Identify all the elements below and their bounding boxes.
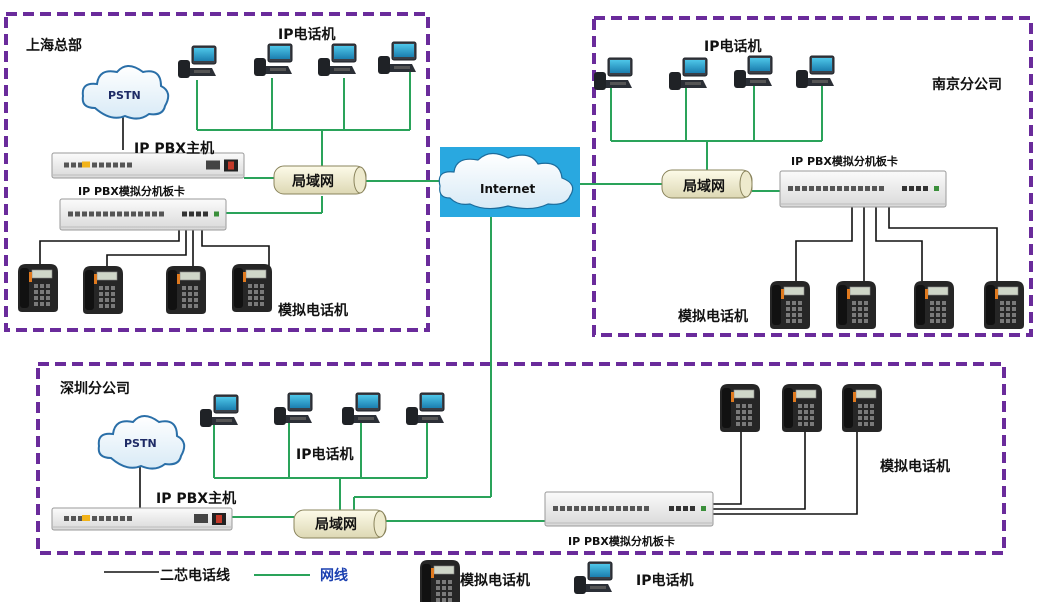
shanghai-pbx-host-label: IP PBX主机 — [134, 141, 215, 157]
shenzhen-pbx-card-label: IP PBX模拟分机板卡 — [568, 535, 675, 548]
nanjing-lan-label: 局域网 — [683, 179, 725, 195]
shenzhen-ip-phone-icon-3 — [342, 392, 381, 425]
shanghai-lan-label: 局域网 — [292, 174, 334, 190]
shanghai-analog-phone-icon-1 — [18, 264, 58, 312]
shenzhen-analog-phone-icon-1 — [720, 384, 760, 432]
zone-shanghai-title: 上海总部 — [26, 38, 82, 54]
legend-analog-phone-icon — [420, 560, 460, 602]
legend-ip-phone-label: IP电话机 — [636, 573, 694, 589]
legend-ip-phone-icon — [574, 561, 613, 594]
shanghai-analog-phone-icon-3 — [166, 266, 206, 314]
legend-network-cable-label: 网线 — [320, 568, 348, 584]
shanghai-ip-phone-icon-2 — [254, 43, 293, 76]
shenzhen-pbx-host — [51, 507, 233, 531]
shenzhen-pstn-label: PSTN — [124, 437, 157, 450]
shanghai-lan — [273, 165, 367, 195]
shenzhen-lan-label: 局域网 — [315, 517, 357, 533]
nanjing-pbx-card-label: IP PBX模拟分机板卡 — [791, 155, 898, 168]
nanjing-analog-phone-icon-4 — [984, 281, 1024, 329]
shenzhen-pbx-host-label: IP PBX主机 — [156, 491, 237, 507]
shenzhen-analog-phone-label: 模拟电话机 — [880, 459, 950, 475]
internet-cloud — [438, 147, 580, 217]
network-cables — [196, 72, 823, 576]
shanghai-pbx-card-label: IP PBX模拟分机板卡 — [78, 185, 185, 198]
shenzhen-analog-phone-icon-3 — [842, 384, 882, 432]
shanghai-ip-phone-icon-4 — [378, 41, 417, 74]
zone-shenzhen-title: 深圳分公司 — [60, 381, 130, 397]
shenzhen-ip-phone-icon-4 — [406, 392, 445, 425]
shanghai-pstn-label: PSTN — [108, 89, 141, 102]
zone-nanjing-title: 南京分公司 — [932, 77, 1002, 93]
nanjing-lan — [661, 169, 753, 199]
two-wire-lines — [39, 113, 998, 573]
nanjing-ip-phone-label: IP电话机 — [704, 39, 762, 55]
nanjing-analog-phone-icon-2 — [836, 281, 876, 329]
shanghai-ip-phone-icon-1 — [178, 45, 217, 78]
shanghai-analog-phone-icon-2 — [83, 266, 123, 314]
shanghai-analog-phone-icon-4 — [232, 264, 272, 312]
zone-shanghai-border — [4, 12, 430, 332]
nanjing-ip-phone-icon-4 — [796, 55, 835, 88]
shanghai-pbx-host — [51, 152, 245, 179]
zone-shenzhen-border — [36, 362, 1006, 555]
legend-analog-phone-label: 模拟电话机 — [460, 573, 530, 589]
shenzhen-ip-phone-label: IP电话机 — [296, 447, 354, 463]
shanghai-ip-phone-label: IP电话机 — [278, 27, 336, 43]
shenzhen-ip-phone-icon-1 — [200, 394, 239, 427]
shenzhen-pstn-cloud — [97, 415, 186, 470]
zone-nanjing-border — [592, 16, 1033, 337]
nanjing-analog-phone-label: 模拟电话机 — [678, 309, 748, 325]
shenzhen-analog-phone-icon-2 — [782, 384, 822, 432]
nanjing-analog-phone-icon-1 — [770, 281, 810, 329]
nanjing-ip-phone-icon-3 — [734, 55, 773, 88]
shanghai-pbx-card — [59, 198, 227, 231]
shenzhen-pbx-card — [544, 491, 714, 527]
shenzhen-ip-phone-icon-2 — [274, 392, 313, 425]
internet-label: Internet — [480, 182, 536, 196]
shenzhen-lan — [293, 509, 387, 539]
nanjing-ip-phone-icon-1 — [594, 57, 633, 90]
nanjing-pbx-card — [779, 170, 947, 208]
nanjing-analog-phone-icon-3 — [914, 281, 954, 329]
legend-two-wire-label: 二芯电话线 — [160, 568, 230, 584]
shanghai-pstn-cloud — [81, 65, 170, 120]
shanghai-analog-phone-label: 模拟电话机 — [278, 303, 348, 319]
shanghai-ip-phone-icon-3 — [318, 43, 357, 76]
nanjing-ip-phone-icon-2 — [669, 57, 708, 90]
